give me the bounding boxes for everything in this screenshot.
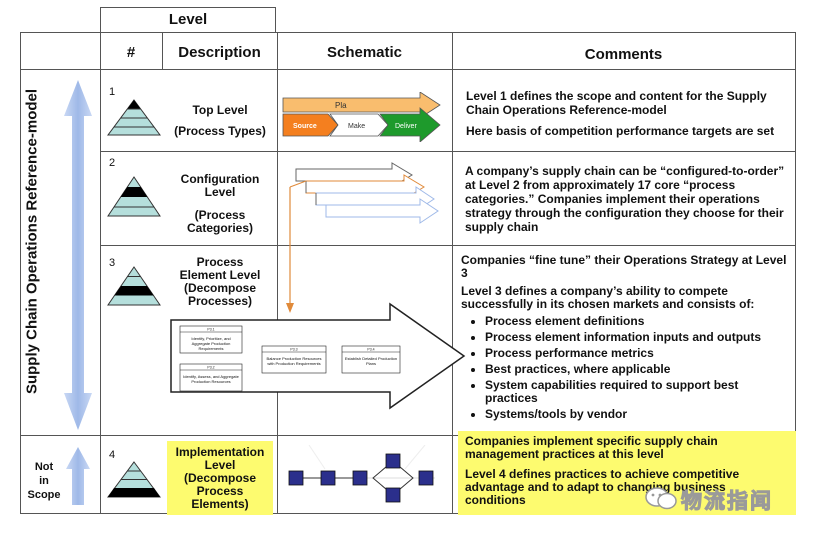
practice-node-5 [385,487,401,503]
process-box-p34 [341,345,401,374]
pyramid-level-2-icon [107,176,161,217]
row-1-number: 1 [109,86,116,98]
process-box-p34-text: Establish Detailed Production Plans [344,356,398,366]
practice-node-3 [352,470,368,486]
schematic-level-1: Pla Source Make Deliver [282,92,441,142]
make-arrow [329,113,389,137]
not-in-scope-label: Not in Scope [27,461,61,501]
row-3-number: 3 [109,257,116,269]
process-box-p33 [261,345,327,374]
row-3-bullet-list: Process element definitions Process elem… [461,315,789,421]
bullet-item: System capabilities required to support … [485,379,789,405]
schematic-level-4 [288,445,435,503]
row-1-description: Top Level (Process Types) [174,103,266,138]
pyramid-level-4-icon [107,461,161,498]
bullet-item: Process element definitions [485,315,789,328]
level-header: Level [168,11,208,28]
deliver-arrow [379,107,441,142]
schematic-level-3: P3.1 P3.2 P3.3 P3.4 [170,302,466,410]
row-3-comments: Companies “fine tune” their Operations S… [461,254,789,424]
row-2-comments: A company’s supply chain can be “configu… [465,164,785,234]
process-box-p32 [179,363,243,392]
implementation-level-highlight [167,441,273,515]
bullet-item: Process performance metrics [485,347,789,360]
svg-text:P3.2: P3.2 [207,366,214,370]
practice-node-2 [320,470,336,486]
plan-label: Pla [335,101,347,110]
practice-node-4 [385,453,401,469]
bullet-item: Best practices, where applicable [485,363,789,376]
process-box-p32-text: Identify, Assess, and Aggregate Producti… [183,374,239,384]
deliver-label: Deliver [395,123,417,130]
pyramid-level-3-icon [107,266,161,306]
row-1-comments: Level 1 defines the scope and content fo… [466,89,775,138]
make-label: Make [348,123,365,130]
schematic-level-2 [286,162,439,313]
practice-node-1 [288,470,304,486]
row-2-description: Configuration Level (Process Categories) [180,172,260,235]
process-box-p33-text: Balance Production Resources with Produc… [266,356,322,366]
row-4-description: Implementation Level (Decompose Process … [175,445,265,511]
pyramid-level-1-icon [107,99,161,136]
not-in-scope-arrow [66,447,90,505]
watermark: 物流指闻 [645,484,795,514]
svg-text:P3.4: P3.4 [367,348,374,352]
bullet-item: Systems/tools by vendor [485,408,789,421]
process-box-p31 [179,325,243,354]
bullet-item: Process element information inputs and o… [485,331,789,344]
chat-bubbles-icon [645,487,677,510]
plan-arrow [282,92,441,119]
svg-text:P3.1: P3.1 [207,328,214,332]
source-arrow [282,113,339,137]
description-column-header: Description [178,44,261,61]
row-2-number: 2 [109,157,116,169]
source-label: Source [293,123,317,130]
row-4-number: 4 [109,449,116,461]
comments-column-header: Comments [584,46,663,63]
row-3-description: Process Element Level (Decompose Process… [179,255,261,308]
row-4-comments-highlight [458,431,796,515]
scor-scope-double-arrow [64,80,92,430]
schematic-column-header: Schematic [326,44,403,61]
process-box-p31-text: Identify, Prioritize, and Aggregate Prod… [191,336,231,351]
number-column-header: # [126,44,136,61]
practice-node-6 [418,470,434,486]
svg-text:P3.3: P3.3 [290,348,297,352]
